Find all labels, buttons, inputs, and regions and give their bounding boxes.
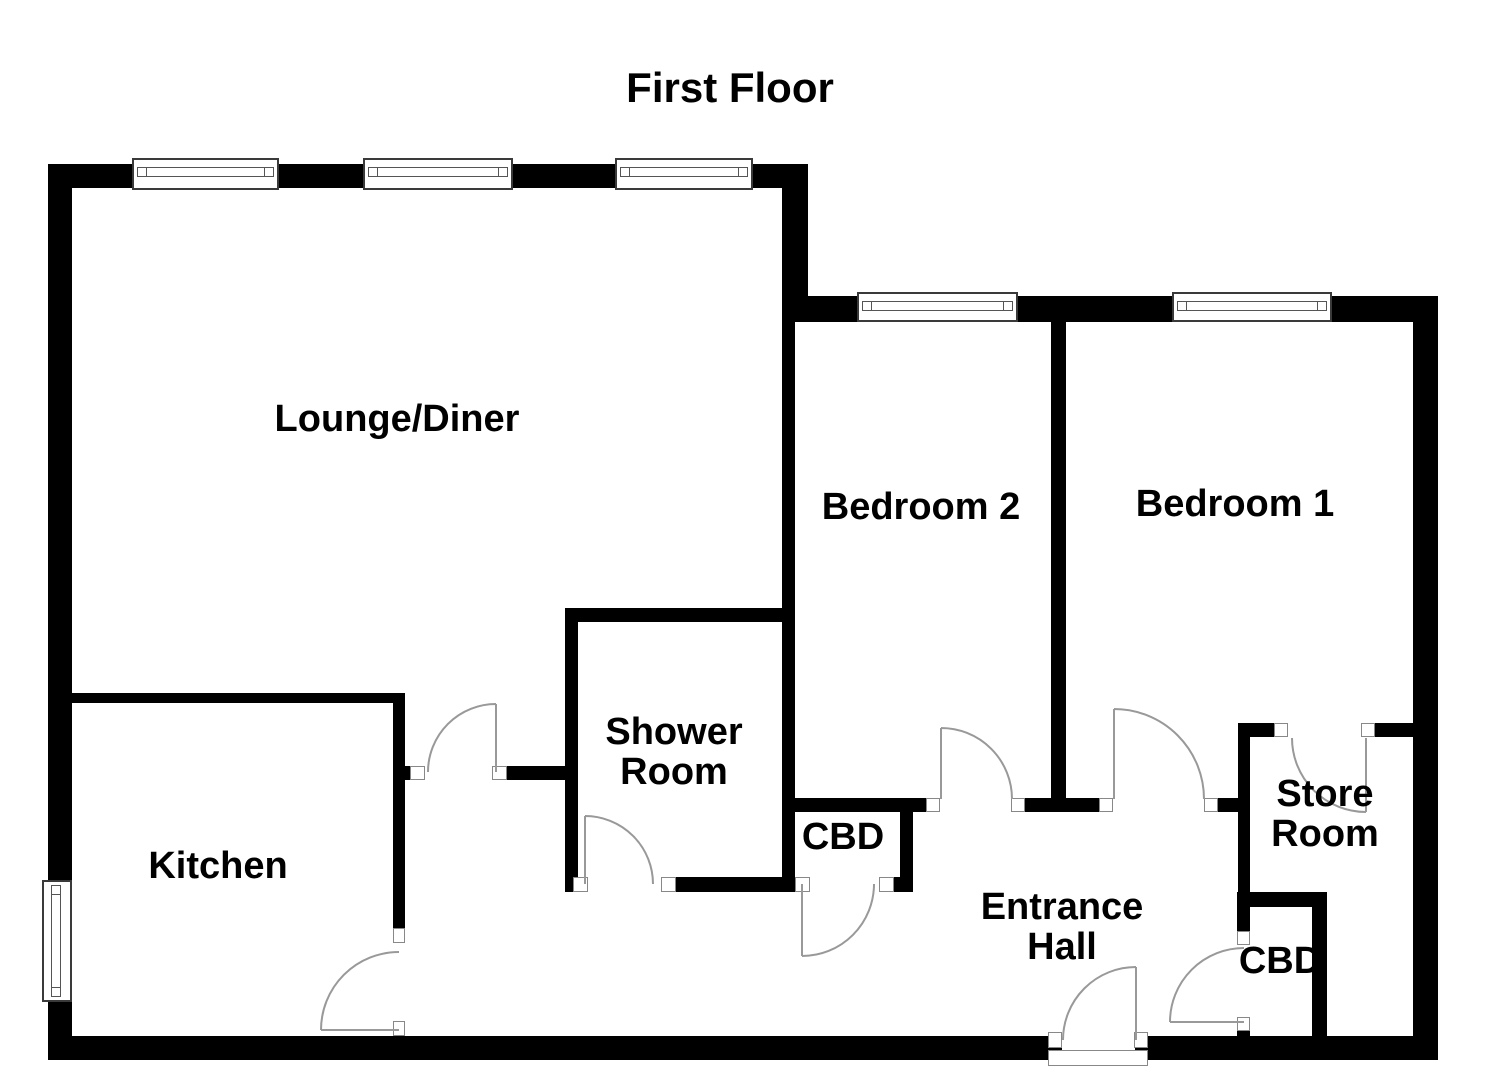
- store-door-arc: [1291, 737, 1367, 813]
- room-label-bedroom1: Bedroom 1: [1135, 483, 1335, 526]
- window-tick: [51, 987, 61, 988]
- wall-store-bottom: [1238, 892, 1327, 907]
- room-label-cbd1: CBD: [801, 816, 885, 859]
- jamb: [1134, 1032, 1148, 1048]
- wall-store-left: [1238, 723, 1250, 907]
- room-label-bedroom2: Bedroom 2: [821, 486, 1021, 529]
- jamb: [926, 798, 940, 812]
- window-tick: [51, 894, 61, 895]
- window-glazing: [862, 301, 1013, 311]
- wall-exterior-right: [1413, 296, 1438, 1060]
- window-glazing: [51, 885, 61, 997]
- room-label-lounge: Lounge/Diner: [274, 398, 520, 441]
- jamb: [879, 877, 894, 892]
- window-glazing: [368, 167, 508, 177]
- front-door-arc: [1062, 966, 1137, 1041]
- wall-cbd2-right: [1312, 892, 1327, 1036]
- room-label-store-line1: Store: [1276, 773, 1374, 816]
- wall-lounge-right: [782, 164, 808, 322]
- room-label-kitchen: Kitchen: [148, 845, 288, 888]
- kitchen-door-arc: [320, 951, 400, 1031]
- jamb: [1048, 1032, 1062, 1048]
- bedroom1-door-arc: [1113, 708, 1205, 800]
- window-lounge-3: [615, 158, 753, 190]
- room-label-shower-line1: Shower: [605, 711, 743, 754]
- room-label-shower: Shower Room: [605, 711, 743, 793]
- jamb: [1361, 723, 1375, 737]
- window-tick: [1317, 301, 1318, 311]
- cbd1-door-arc: [801, 883, 875, 957]
- wall-cbd1-right: [900, 812, 913, 892]
- room-label-store-line2: Room: [1271, 813, 1379, 855]
- opening-bedroom2-door: [940, 796, 1012, 814]
- jamb: [1204, 798, 1218, 812]
- jamb: [410, 766, 425, 780]
- window-tick: [146, 167, 147, 177]
- room-label-shower-line2: Room: [620, 751, 728, 793]
- window-tick: [738, 167, 739, 177]
- room-label-store: Store Room: [1271, 773, 1379, 855]
- shower-door-arc: [584, 815, 654, 885]
- wall-kitchen-top: [68, 693, 405, 703]
- window-bedroom2: [857, 292, 1018, 322]
- window-tick: [377, 167, 378, 177]
- wall-shower-top: [565, 608, 795, 622]
- jamb: [1099, 798, 1113, 812]
- jamb: [1011, 798, 1025, 812]
- opening-bedroom1-door: [1113, 796, 1205, 814]
- wall-bedroom2-left: [782, 322, 795, 892]
- window-tick: [629, 167, 630, 177]
- jamb: [393, 1021, 405, 1036]
- window-lounge-1: [132, 158, 279, 190]
- room-label-hall: Entrance Hall: [980, 886, 1144, 968]
- room-label-hall-line2: Hall: [1027, 926, 1097, 968]
- jamb: [1274, 723, 1288, 737]
- window-tick: [1003, 301, 1004, 311]
- lounge-door-arc: [427, 703, 497, 773]
- window-tick: [264, 167, 265, 177]
- room-label-hall-line1: Entrance: [980, 886, 1144, 929]
- window-glazing: [620, 167, 748, 177]
- wall-bedroom-divider: [1051, 322, 1066, 798]
- room-label-cbd2: CBD: [1238, 940, 1322, 983]
- window-lounge-2: [363, 158, 513, 190]
- window-bedroom1: [1172, 292, 1332, 322]
- jamb: [661, 877, 676, 892]
- front-door-threshold: [1048, 1050, 1148, 1066]
- window-tick: [1186, 301, 1187, 311]
- page-title: First Floor: [626, 64, 834, 111]
- wall-exterior-bottom: [48, 1036, 1438, 1060]
- opening-kitchen-door: [391, 943, 407, 1021]
- opening-cbd1-door: [810, 875, 880, 894]
- opening-cbd2-door: [1235, 945, 1252, 1017]
- cbd2-door-arc: [1169, 947, 1245, 1023]
- opening-store-door: [1288, 721, 1362, 739]
- jamb: [393, 928, 405, 943]
- wall-shower-left: [565, 608, 578, 892]
- opening-lounge-door: [425, 764, 493, 782]
- window-kitchen: [42, 880, 72, 1002]
- jamb: [1237, 931, 1250, 945]
- opening-shower-door: [588, 875, 662, 894]
- window-tick: [498, 167, 499, 177]
- window-tick: [871, 301, 872, 311]
- window-glazing: [137, 167, 274, 177]
- bedroom2-door-arc: [940, 727, 1013, 800]
- window-glazing: [1177, 301, 1327, 311]
- jamb: [1237, 1017, 1250, 1031]
